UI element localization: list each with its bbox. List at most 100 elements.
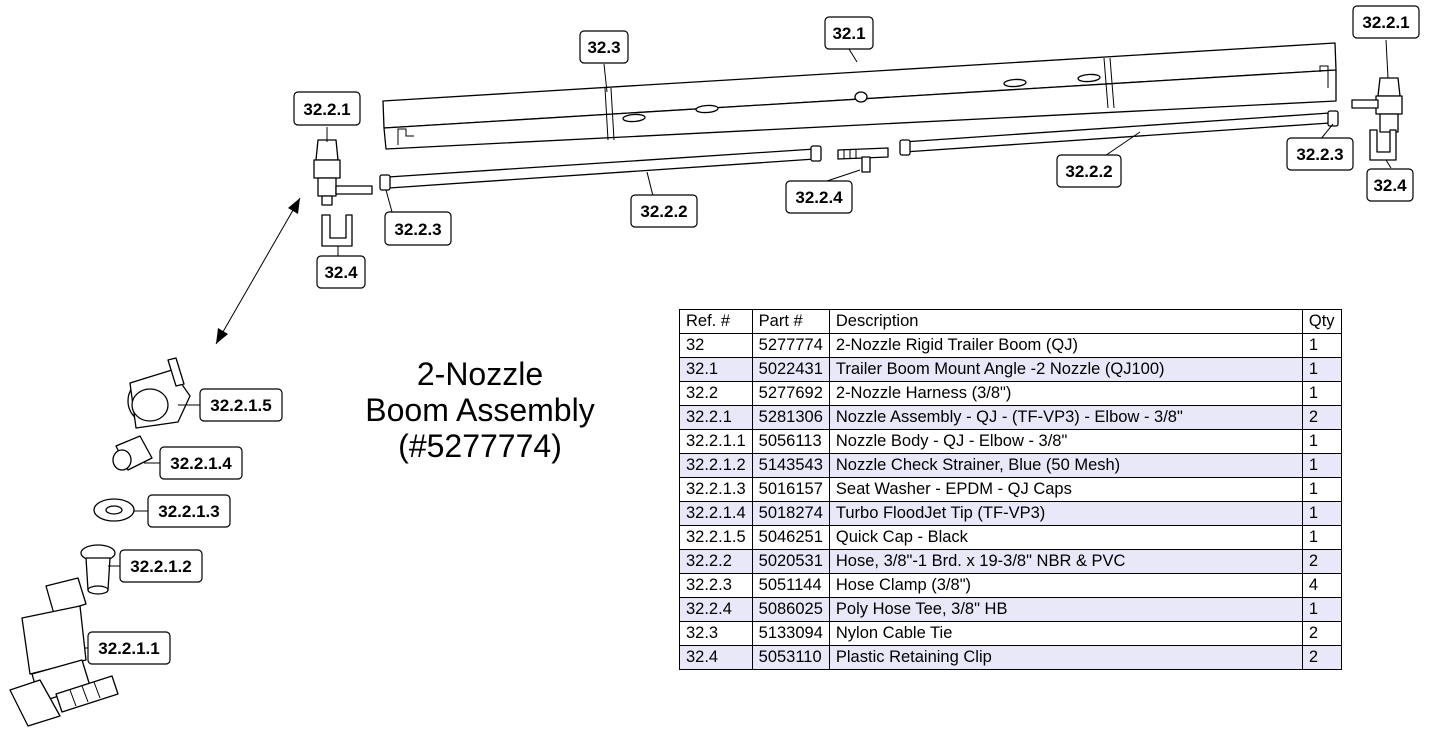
table-row: 32.2.1.3 5016157 Seat Washer - EPDM - QJ…	[679, 477, 1342, 502]
callout-32-2-2-right: 32.2.2	[1056, 154, 1122, 188]
callout-32-1: 32.1	[824, 16, 874, 50]
table-row: 32 5277774 2-Nozzle Rigid Trailer Boom (…	[679, 333, 1342, 358]
callout-label: 32.2.2	[1065, 162, 1112, 181]
cell-desc: Nylon Cable Tie	[828, 621, 1303, 646]
callout-32-2-1-1: 32.2.1.1	[87, 631, 171, 665]
table-row: 32.1 5022431 Trailer Boom Mount Angle -2…	[679, 357, 1342, 382]
cell-ref: 32.2.4	[679, 597, 753, 622]
cell-qty: 1	[1301, 429, 1342, 454]
title-line-1: 2-Nozzle	[416, 356, 544, 392]
cell-desc: Hose Clamp (3/8")	[828, 573, 1303, 598]
seat-washer-part	[93, 498, 135, 522]
callout-label: 32.2.1	[303, 100, 350, 119]
cell-part: 5051144	[751, 573, 830, 598]
cell-qty: 1	[1301, 333, 1342, 358]
table-row: 32.2.1.2 5143543 Nozzle Check Strainer, …	[679, 453, 1342, 478]
callout-32-2-2-left: 32.2.2	[630, 194, 698, 228]
callout-32-2-1-left: 32.2.1	[293, 91, 361, 126]
cell-ref: 32.2	[679, 381, 753, 406]
cable-tie-part	[604, 57, 1115, 141]
cell-qty: 1	[1301, 525, 1342, 550]
cell-ref: 32.2.1.1	[679, 429, 753, 454]
callout-label: 32.2.1.1	[98, 639, 159, 658]
cell-qty: 2	[1301, 621, 1342, 646]
cell-part: 5046251	[751, 525, 830, 550]
callout-label: 32.2.1	[1362, 13, 1409, 32]
cell-part: 5133094	[751, 621, 830, 646]
callout-32-2-3-left: 32.2.3	[384, 211, 452, 246]
nozzle-body-part	[9, 577, 119, 727]
cell-desc: Nozzle Assembly - QJ - (TF-VP3) - Elbow …	[828, 405, 1303, 430]
cell-desc: Plastic Retaining Clip	[828, 645, 1303, 670]
header-ref: Ref. #	[679, 309, 753, 334]
check-strainer-part	[80, 544, 116, 595]
callout-32-2-4: 32.2.4	[785, 180, 853, 214]
cell-ref: 32.3	[679, 621, 753, 646]
nozzle-assembly-right	[1351, 77, 1403, 133]
cell-qty: 2	[1301, 405, 1342, 430]
assembly-title: 2-Nozzle Boom Assembly (#5277774)	[330, 356, 630, 464]
callout-32-4-left: 32.4	[316, 255, 366, 289]
cell-part: 5053110	[751, 645, 830, 670]
cell-desc: Poly Hose Tee, 3/8" HB	[828, 597, 1303, 622]
table-row: 32.2.4 5086025 Poly Hose Tee, 3/8" HB 1	[679, 597, 1342, 622]
cell-desc: Quick Cap - Black	[828, 525, 1303, 550]
header-description: Description	[828, 309, 1303, 334]
table-row: 32.2.1.5 5046251 Quick Cap - Black 1	[679, 525, 1342, 550]
cell-qty: 1	[1301, 477, 1342, 502]
cell-desc: Seat Washer - EPDM - QJ Caps	[828, 477, 1303, 502]
callout-32-2-1-5: 32.2.1.5	[199, 388, 283, 422]
callout-label: 32.4	[1373, 176, 1407, 195]
cell-qty: 1	[1301, 597, 1342, 622]
mount-angle-part	[382, 42, 1337, 150]
cell-desc: 2-Nozzle Harness (3/8")	[828, 381, 1303, 406]
cell-desc: Trailer Boom Mount Angle -2 Nozzle (QJ10…	[828, 357, 1303, 382]
callout-32-2-3-right: 32.2.3	[1286, 137, 1354, 171]
callout-label: 32.2.4	[795, 188, 843, 207]
cell-qty: 1	[1301, 501, 1342, 526]
header-part-number: Part #	[751, 309, 830, 334]
cell-qty: 4	[1301, 573, 1342, 598]
floodjet-tip-part	[112, 435, 153, 471]
retaining-clip-part	[321, 129, 1397, 247]
callout-label: 32.2.1.2	[130, 557, 191, 576]
cell-desc: Turbo FloodJet Tip (TF-VP3)	[828, 501, 1303, 526]
cell-part: 5277774	[751, 333, 830, 358]
callout-label: 32.2.1.5	[210, 396, 271, 415]
cell-qty: 1	[1301, 381, 1342, 406]
nozzle-assembly-left	[313, 139, 373, 206]
callout-label: 32.2.3	[394, 220, 441, 239]
cell-part: 5281306	[751, 405, 830, 430]
callout-label: 32.2.2	[640, 202, 687, 221]
table-row: 32.2.1 5281306 Nozzle Assembly - QJ - (T…	[679, 405, 1342, 430]
cell-part: 5016157	[751, 477, 830, 502]
table-row: 32.2.1.1 5056113 Nozzle Body - QJ - Elbo…	[679, 429, 1342, 454]
table-header-row: Ref. # Part # Description Qty	[679, 309, 1342, 334]
cell-ref: 32.2.1.3	[679, 477, 753, 502]
cell-part: 5086025	[751, 597, 830, 622]
cell-desc: Nozzle Body - QJ - Elbow - 3/8"	[828, 429, 1303, 454]
table-row: 32.2.3 5051144 Hose Clamp (3/8") 4	[679, 573, 1342, 598]
cell-desc: Nozzle Check Strainer, Blue (50 Mesh)	[828, 453, 1303, 478]
callout-label: 32.4	[324, 263, 358, 282]
cell-ref: 32	[679, 333, 753, 358]
cell-ref: 32.2.1.4	[679, 501, 753, 526]
table-row: 32.3 5133094 Nylon Cable Tie 2	[679, 621, 1342, 646]
callout-32-2-1-4: 32.2.1.4	[159, 446, 243, 480]
cell-ref: 32.2.1.2	[679, 453, 753, 478]
explode-arrow	[215, 197, 301, 345]
quick-cap-part	[127, 357, 191, 429]
title-line-3: (#5277774)	[398, 428, 562, 464]
callout-32-3: 32.3	[579, 30, 629, 64]
cell-part: 5018274	[751, 501, 830, 526]
table-row: 32.2.2 5020531 Hose, 3/8"-1 Brd. x 19-3/…	[679, 549, 1342, 574]
callout-label: 32.1	[832, 24, 865, 43]
callout-label: 32.2.1.4	[170, 454, 232, 473]
cell-desc: 2-Nozzle Rigid Trailer Boom (QJ)	[828, 333, 1303, 358]
table-row: 32.4 5053110 Plastic Retaining Clip 2	[679, 645, 1342, 670]
cell-qty: 2	[1301, 645, 1342, 670]
cell-qty: 2	[1301, 549, 1342, 574]
callout-32-2-1-3: 32.2.1.3	[147, 494, 231, 528]
cell-qty: 1	[1301, 453, 1342, 478]
